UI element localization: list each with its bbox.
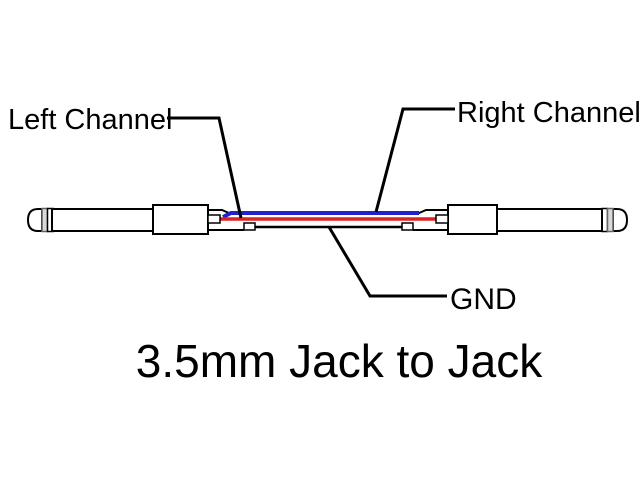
left-tip-terminal-tab [207, 214, 221, 224]
right-jack-tip [612, 208, 629, 232]
right-jack-connector [413, 204, 629, 235]
right-channel-leader-line [374, 107, 455, 213]
right-tip-terminal-tab [435, 214, 449, 224]
gnd-label: GND [450, 283, 517, 316]
diagram-title: 3.5mm Jack to Jack [136, 335, 543, 387]
right-jack-barrel [496, 208, 603, 232]
right-jack-terminal-top-edge [417, 209, 448, 215]
right-jack-body [447, 204, 498, 235]
left-jack-body [152, 204, 209, 235]
left-jack-barrel [51, 208, 156, 232]
left-jack-tip [26, 208, 43, 232]
left-channel-leader-line [167, 116, 243, 219]
left-jack-ring-icon [41, 207, 49, 233]
gnd-leader-line [327, 226, 447, 298]
right-jack-ring-icon [606, 207, 614, 233]
left-jack-terminal-top-edge [208, 209, 231, 215]
right-channel-label: Right Channel [457, 97, 640, 129]
right-gnd-terminal-tab [401, 222, 414, 231]
right-channel-wire [222, 211, 419, 219]
left-gnd-terminal-tab [243, 222, 256, 231]
left-channel-label: Left Channel [8, 104, 172, 136]
